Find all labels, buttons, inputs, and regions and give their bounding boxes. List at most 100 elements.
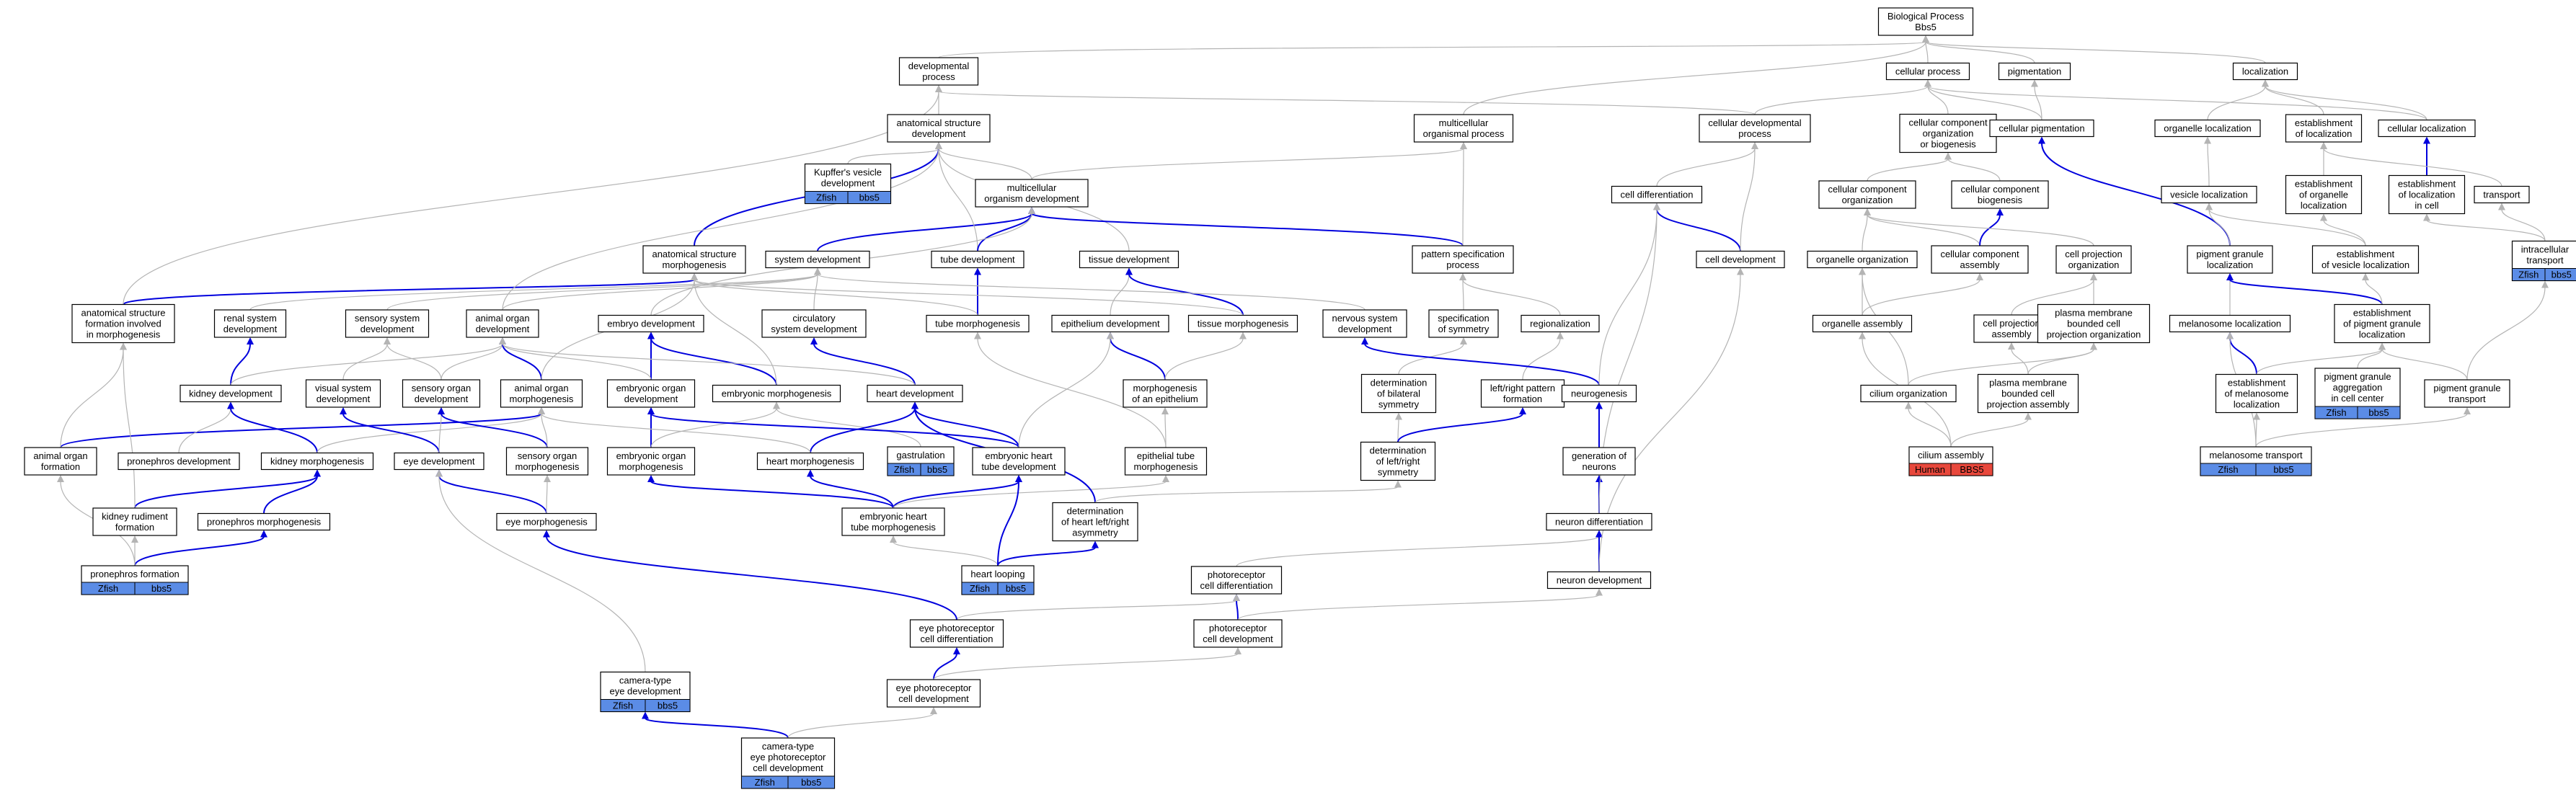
node-epidev: epithelium development xyxy=(1051,314,1169,333)
node-label-line: circulatory xyxy=(792,313,836,324)
edge-line xyxy=(997,481,1019,566)
node-label-line: of heart left/right xyxy=(1061,517,1129,528)
edge-line xyxy=(1947,159,2001,182)
edge-is-a xyxy=(1398,337,1467,375)
edge-is-a xyxy=(342,337,391,381)
node-label-line: anatomical structure xyxy=(896,117,981,128)
edge-line xyxy=(546,481,548,514)
node-box xyxy=(931,250,1024,269)
node-label-line: eye morphogenesis xyxy=(505,517,588,528)
gene-label: bbs5 xyxy=(658,701,678,711)
edge-line xyxy=(1927,86,1949,115)
node-box xyxy=(24,447,97,476)
gene-badge xyxy=(134,582,189,595)
node-label-line: of melanosome xyxy=(2225,388,2289,399)
edge-line xyxy=(1397,419,1399,442)
edge-line xyxy=(2365,279,2383,305)
edge-line xyxy=(1925,41,1929,63)
node-box xyxy=(1193,619,1283,648)
node-label-line: formation involved xyxy=(85,319,161,329)
node-box xyxy=(1860,384,1957,403)
node-label-line: heart looping xyxy=(970,569,1024,579)
node-label-line: development xyxy=(624,393,678,404)
edge-is-a xyxy=(2423,213,2546,241)
node-label-line: pronephros formation xyxy=(90,569,180,579)
node-box xyxy=(2424,379,2510,408)
edge-is-a xyxy=(1754,79,1931,115)
edge-is-a xyxy=(2205,203,2366,246)
edge-arrowhead xyxy=(2262,79,2269,87)
node-box xyxy=(1190,566,1283,595)
node-label-line: organization xyxy=(2068,259,2120,270)
edge-arrowhead xyxy=(227,401,234,409)
edge-line xyxy=(650,408,777,448)
edge-is-a xyxy=(1924,79,2427,121)
node-label-line: organization xyxy=(1923,128,1974,139)
edge-layer xyxy=(57,35,2549,739)
node-label-line: transport xyxy=(2526,255,2564,266)
node-label-line: localization xyxy=(2207,259,2253,270)
edge-arrowhead xyxy=(1595,401,1603,409)
node-celldev: cell development xyxy=(1696,250,1785,269)
gene-badge xyxy=(2255,463,2312,476)
node-label-line: organelle organization xyxy=(1816,254,1908,265)
edge-part-of xyxy=(134,530,267,566)
edge-line xyxy=(2265,86,2427,120)
organism-label: Zfish xyxy=(2326,407,2346,418)
edge-line xyxy=(123,349,136,509)
edge-line xyxy=(2207,86,2266,120)
edge-is-a xyxy=(317,407,545,453)
node-label-line: development xyxy=(223,324,278,334)
node-box xyxy=(2388,174,2466,215)
node-box xyxy=(886,679,981,708)
node-box xyxy=(1989,119,2094,138)
node-box xyxy=(213,309,287,338)
node-sysdev: system development xyxy=(765,250,870,269)
node-label-line: cellular developmental xyxy=(1708,117,1801,128)
node-label-line: neuron development xyxy=(1557,575,1642,586)
edge-is-a xyxy=(893,475,1169,509)
edge-arrowhead xyxy=(499,337,506,344)
edge-line xyxy=(1867,214,2094,246)
edge-line xyxy=(817,273,1366,311)
edge-line xyxy=(694,279,978,316)
node-embmorph: embryonic morphogenesis xyxy=(712,384,841,403)
organism-label: Zfish xyxy=(894,464,914,475)
edge-line xyxy=(813,274,818,311)
edge-arrowhead xyxy=(2320,142,2327,149)
node-label-line: projection organization xyxy=(2047,329,2141,340)
edge-arrowhead xyxy=(773,401,780,409)
node-label-line: of localization xyxy=(2296,128,2353,139)
edge-line xyxy=(263,476,318,514)
edge-part-of xyxy=(543,530,957,621)
edge-arrowhead xyxy=(2226,273,2234,280)
edge-line xyxy=(134,535,265,566)
edge-part-of xyxy=(230,337,254,386)
edge-line xyxy=(230,408,318,453)
edge-line xyxy=(650,481,894,509)
node-oasm: organelle assembly xyxy=(1812,314,1913,333)
edge-arrowhead xyxy=(1107,332,1114,339)
edge-is-a xyxy=(2255,407,2471,448)
edge-line xyxy=(1867,158,1949,182)
node-label-line: tube development xyxy=(981,461,1056,472)
edge-arrowhead xyxy=(2090,273,2097,280)
edge-line xyxy=(1867,214,1980,246)
edge-line xyxy=(1979,214,2001,246)
edge-is-a xyxy=(691,273,777,386)
edge-line xyxy=(60,349,124,448)
node-regio: regionalization xyxy=(1521,314,1600,333)
